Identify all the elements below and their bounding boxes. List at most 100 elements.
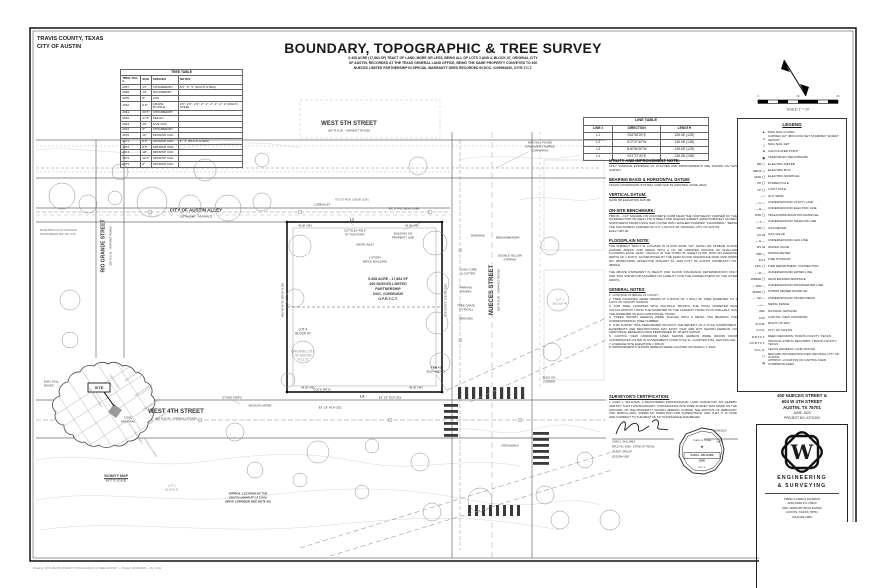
certification-body: I, CARA L. WILLIAMS, A REGISTERED PROFES… [609, 400, 737, 419]
legend-symbol-icon: — SD — [753, 296, 765, 301]
drawing-label: BLOCK 31 [165, 487, 179, 492]
drawing-label: CROSSWALK [501, 443, 519, 448]
tree-table-header: NOTES [177, 75, 243, 85]
drawing-label: STONE STEPS [222, 395, 242, 400]
note-body: NAVD '88 ELEVATION DATUM. [609, 198, 652, 203]
legend-symbol-icon: (NG) [758, 309, 765, 314]
note-section: BEARING BASIS & HORIZONTAL DATUM: TEXAS … [609, 177, 737, 188]
firm-detail-line: 5207 AIRPORT BOULEVARD [782, 505, 822, 510]
site-label-box [87, 382, 111, 393]
tree-table-header: SPECIES [150, 75, 179, 85]
legend-label: RECORD INFORMATION PER ORIGINAL CITY OF … [768, 351, 840, 360]
drawing-label: (80' R.O.W. - ASPHALT ROAD) [108, 226, 113, 266]
legend-item: EBOX ▢ ELECTRIC BOX [741, 167, 843, 173]
note-section: FLOODPLAIN NOTE: THE SUBJECT TRACT IS LO… [609, 238, 737, 283]
legend-item: ▲ MAG NAIL FOUND [741, 129, 843, 135]
legend-item: WM ▢ WATER METER [741, 251, 843, 257]
drawing-label: NUECES STREET [108, 373, 120, 391]
firm-detail-line: TBPELS FIRM # 10194507 [783, 497, 821, 502]
drawing-label: 1 STORY [368, 255, 382, 260]
drawing-label: OF AUSTIN [294, 353, 312, 358]
drawing-label: RPLS NO. 6336 - STATE OF TEXAS [612, 445, 655, 449]
tree-table-header: SIZE [140, 75, 152, 85]
drawing-label: GUADALUPE STREET [143, 437, 158, 459]
drawing-label: ELEC PULL [44, 379, 60, 384]
tree-table-row: 2938 10" HACKBERRY [119, 89, 243, 97]
drawing-label: BENCHES [459, 316, 473, 321]
legend-item: △ MAG NAIL SET [741, 142, 843, 148]
legend-items: ▲ MAG NAIL FOUND ⊙ CAPPED 1/2" IRON ROD … [741, 129, 843, 366]
legend-symbol-icon: SDMH ◯ [752, 290, 765, 295]
tree-notes-cell [177, 109, 243, 117]
drawing-label: 06/08/2023 [713, 429, 727, 433]
note-heading: UTILITY AND IMPROVEMENT NOTE: [609, 158, 680, 163]
adjacent-buildings [299, 99, 605, 381]
drawing-label: WOOD PLANTER [248, 403, 272, 408]
tree-species-cell: CRAPE MYRTLE [150, 100, 179, 111]
line-direction-cell: N72°27'40"E [612, 152, 661, 161]
drawing-label: PARKING [459, 285, 473, 290]
tree-species-cell: LIVE OAK [150, 121, 179, 128]
title-block: 400 NUECES STREET & 604 W 4TH STREET AUS… [756, 393, 882, 588]
legend-label: CAPITOL VIEW CORRIDOR [768, 314, 808, 319]
project-date: JUNE, 2023 [793, 411, 811, 416]
legend-item: D.R.T.C.T. DEED RECORDS, TRAVIS COUNTY, … [741, 334, 843, 340]
legend-title: LEGEND [782, 122, 802, 127]
drawing-label: WEST 4TH STREET [148, 409, 204, 415]
drawing-label: CARA L. WILLIAMS [690, 453, 714, 457]
sheet-label: SHEET [759, 521, 882, 588]
county-line: TRAVIS COUNTY, TEXAS [37, 36, 104, 42]
drawing-label: PAVERS [460, 289, 472, 294]
project-address-1: 400 NUECES STREET & [777, 393, 827, 398]
legend-label: FIRE HYDRANT [768, 257, 791, 262]
drawing-label: WUEST GROUP [612, 450, 632, 454]
project-address-2: 604 W 4TH STREET [781, 399, 823, 405]
drawing-label: WEST 5TH STREET [321, 121, 377, 127]
legend-symbol-icon: △ [762, 143, 765, 148]
drawing-label: (20' R.O.W. - ASPHALT) [179, 214, 213, 219]
legend-symbol-icon: — W — [754, 270, 765, 275]
legend-symbol-icon: R.O.W. [755, 321, 765, 326]
legend-symbol-icon: O.P.R.T.C.T. [749, 341, 765, 346]
drawing-label: TBM #1 [431, 365, 441, 370]
legend-label: WASTEWATER MANHOLE [768, 276, 806, 281]
legend-label: ELECTRIC METER [768, 161, 795, 166]
drawing-label: CARA L. WILLIAMS [612, 440, 636, 444]
legend-item: —< GUY WIRE [741, 193, 843, 199]
signature [612, 419, 738, 440]
legend-symbol-icon: FDC ◯ [755, 264, 765, 269]
legend-symbol-icon: EM ▢ [757, 162, 765, 167]
legend-label: UNDERGROUND GAS LINE [768, 238, 808, 243]
drawing-label: W/WASHER STAMPED [525, 144, 555, 149]
drawing-label: STATE OF TEXAS [692, 439, 712, 442]
firm-name-1: ENGINEERING [777, 475, 827, 482]
legend-item: O.P.R.T.C.T. OFFICIAL PUBLIC RECORDS, TR… [741, 339, 843, 346]
drawing-label: (512)394-1900 [612, 455, 630, 459]
project-address-3: AUSTIN, TX 78701 [783, 405, 821, 411]
drawing-label: CONC [123, 415, 133, 420]
legend-item: — G — UNDERGROUND GAS LINE [741, 238, 843, 244]
legend-item: CVC CAPITOL VIEW CORRIDOR [741, 314, 843, 320]
tree-tag-cell: 2937 [119, 83, 142, 91]
drawing-label: EX. 18" RCP (SD) [378, 395, 402, 400]
legend-label: GUY WIRE [768, 193, 784, 198]
tree-species-cell: SPANISH OAK [150, 160, 179, 168]
tree-tag-cell: 2943 [119, 121, 142, 128]
legend-label: MAG NAIL SET [768, 142, 790, 147]
tree-table-row: 2941 20.5" CHINABERRY [119, 109, 243, 117]
legend-item: ⊕ CALCULATED POINT [741, 148, 843, 154]
drawing-label: GRATE INLET [355, 242, 375, 247]
line-direction-cell: S16°56'20"E [612, 131, 661, 140]
firm-logo-badge-icon [781, 431, 823, 473]
line-table-row: L3 N16°56'20"W 128.08' (128') [582, 145, 710, 154]
tree-species-cell: PECAN [150, 115, 179, 122]
line-id-cell: L3 [582, 145, 614, 154]
surveyor-seal [678, 427, 725, 475]
tree-tag-cell: 2942 [119, 115, 142, 122]
title-subtext-3: NUECES LIMITED PARTNERSHIP IN SPECIAL WA… [353, 66, 533, 71]
drawing-label: (80' R.O.W. - ASPHALT ROAD) [328, 128, 370, 133]
drawing-label: 0.408 ACRE - 17,864 SF [368, 277, 408, 282]
